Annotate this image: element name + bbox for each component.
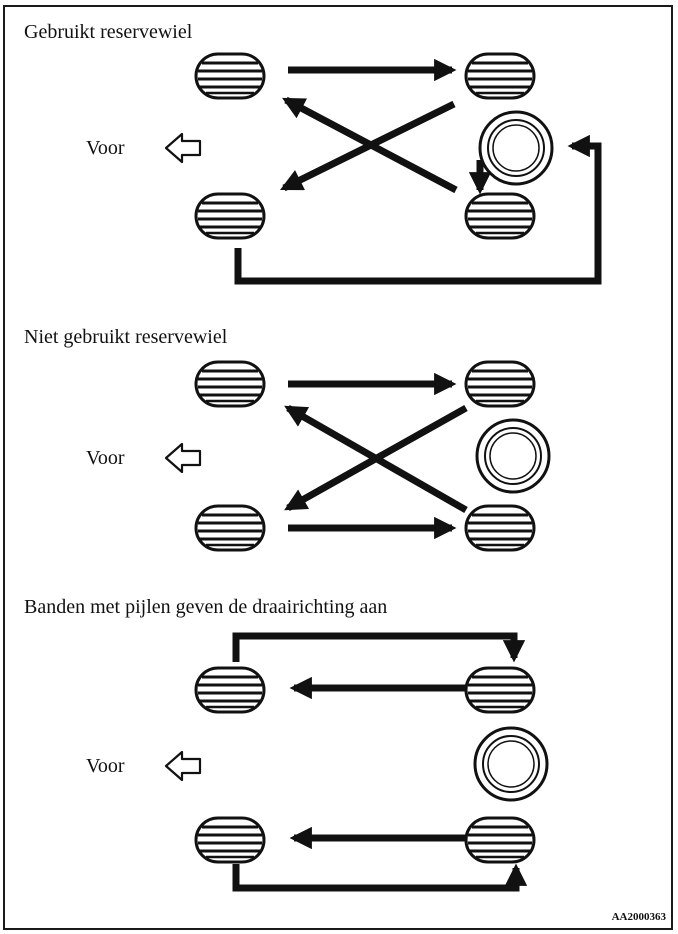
tire-icon: [194, 52, 266, 100]
spare-wheel-icon: [475, 418, 551, 494]
tire-icon: [464, 816, 536, 864]
rotation-arrows: [232, 632, 528, 892]
section-2-title: Niet gebruikt reservewiel: [24, 326, 228, 348]
front-label: Voor: [86, 755, 125, 777]
tire-icon: [464, 504, 536, 552]
tire-icon: [464, 192, 536, 240]
front-label: Voor: [86, 137, 125, 159]
front-indicator: Voor: [86, 750, 202, 782]
front-arrow-icon: [164, 750, 202, 782]
front-indicator: Voor: [86, 132, 202, 164]
rotation-arrows: [234, 58, 602, 285]
tire-icon: [194, 666, 266, 714]
tire-icon: [464, 52, 536, 100]
front-arrow-icon: [164, 442, 202, 474]
section-3-title: Banden met pijlen geven de draairichting…: [24, 596, 387, 618]
tire-icon: [194, 360, 266, 408]
section-1-title: Gebruikt reservewiel: [24, 21, 193, 43]
arrow-cross: [279, 100, 456, 192]
tire-icon: [194, 504, 266, 552]
front-arrow-icon: [164, 132, 202, 164]
front-label: Voor: [86, 447, 125, 469]
arrow-top-loop: [232, 632, 526, 663]
rotation-arrows: [284, 372, 468, 540]
figure-code: AA2000363: [612, 911, 667, 923]
tire-icon: [464, 360, 536, 408]
spare-wheel-icon: [478, 110, 554, 186]
arrow-bottom-loop: [232, 863, 528, 892]
front-indicator: Voor: [86, 442, 202, 474]
arrow-cross: [284, 404, 468, 512]
tire-icon: [194, 192, 266, 240]
arrow-to-spare: [234, 134, 602, 285]
tire-icon: [464, 666, 536, 714]
spare-wheel-icon: [473, 726, 549, 802]
tire-icon: [194, 816, 266, 864]
